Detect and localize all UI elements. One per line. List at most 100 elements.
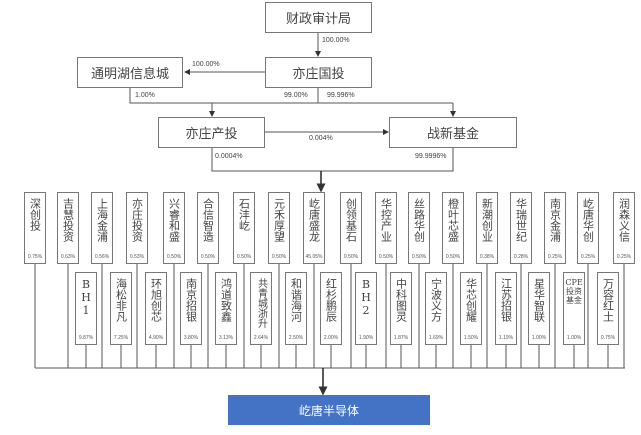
shareholder-name: 南京金浦 [548, 198, 562, 242]
shareholder-name: 鸿道致鑫 [219, 278, 233, 322]
shareholder-box: 鸿道致鑫 3.13% [215, 272, 237, 345]
shareholder-pct: 1.00% [531, 335, 547, 341]
shareholder-pct: 1.90% [358, 335, 374, 341]
shareholder-name: 和谐海河 [289, 278, 303, 322]
shareholder-pct: 0.25% [580, 254, 596, 260]
shareholder-box: 星华智联 1.00% [528, 272, 550, 345]
shareholder-name: 石沣屹 [237, 198, 251, 231]
shareholder-name: 星华智联 [532, 278, 546, 322]
shareholder-box: 和谐海河 2.50% [285, 272, 307, 345]
shareholder-name: 南京招银 [184, 278, 198, 322]
shareholder-name: 环旭创芯 [149, 278, 163, 322]
shareholder-box: 中科图灵 1.87% [390, 272, 412, 345]
shareholder-name: 万容红土 [601, 278, 615, 322]
shareholder-box: 橙叶芯盛 0.50% [442, 192, 464, 264]
shareholder-pct: 2.64% [253, 335, 269, 341]
shareholder-box: 石沣屹 0.50% [233, 192, 255, 264]
entity-zhanxin: 战新基金 [389, 117, 517, 148]
shareholder-name: 红杉鹏辰 [324, 278, 338, 322]
shareholder-pct: 0.50% [343, 254, 359, 260]
shareholder-pct: 1.69% [428, 335, 444, 341]
shareholder-pct: 0.53% [129, 254, 145, 260]
shareholder-box: 南京招银 3.80% [180, 272, 202, 345]
shareholder-pct: 45.05% [305, 254, 323, 260]
shareholder-pct: 0.75% [27, 254, 43, 260]
shareholder-box: 宁波义方 1.69% [425, 272, 447, 345]
shareholder-pct: 9.87% [78, 335, 94, 341]
shareholder-pct: 0.50% [236, 254, 252, 260]
shareholder-name: CPE投资基金 [565, 278, 583, 305]
edge-label: 99.9996% [415, 153, 447, 160]
shareholder-pct: 0.50% [411, 254, 427, 260]
shareholder-name: 新潮创业 [480, 198, 494, 242]
shareholder-pct: 1.50% [463, 335, 479, 341]
shareholder-name: 海松非凡 [114, 278, 128, 322]
shareholder-pct: 0.50% [166, 254, 182, 260]
edge-label: 99.996% [327, 92, 355, 99]
shareholder-name: 创领基石 [344, 198, 358, 242]
shareholder-box: BH2 1.90% [355, 272, 377, 345]
shareholder-pct: 0.50% [378, 254, 394, 260]
shareholder-name: 屹唐华创 [581, 198, 595, 242]
shareholder-name: 吉慧投资 [61, 198, 75, 242]
edge-label: 0.004% [309, 135, 333, 142]
entity-guotou: 亦庄国投 [265, 57, 372, 88]
shareholder-pct: 3.13% [218, 335, 234, 341]
shareholder-box: 环旭创芯 4.90% [145, 272, 167, 345]
shareholder-pct: 0.28% [513, 254, 529, 260]
shareholder-box: 屹唐华创 0.25% [577, 192, 599, 264]
entity-tongminghu: 通明湖信息城 [77, 57, 183, 88]
edge-label: 100.00% [322, 37, 350, 44]
shareholder-pct: 0.25% [616, 254, 632, 260]
shareholder-pct: 0.75% [600, 335, 616, 341]
shareholder-pct: 0.50% [445, 254, 461, 260]
shareholder-name: 丝路华创 [412, 198, 426, 242]
shareholder-name: 宁波义方 [429, 278, 443, 322]
shareholder-box: 元禾厚望 0.50% [268, 192, 290, 264]
shareholder-name: BH2 [359, 278, 373, 317]
shareholder-box: 万容红土 0.75% [597, 272, 619, 345]
shareholder-box: 屹唐盛龙 45.05% [303, 192, 325, 264]
shareholder-pct: 0.63% [60, 254, 76, 260]
shareholder-name: 中科图灵 [394, 278, 408, 322]
shareholder-name: 亦庄投资 [130, 198, 144, 242]
shareholder-name: 元禾厚望 [272, 198, 286, 242]
edge-label: 99.00% [284, 92, 308, 99]
shareholder-pct: 3.80% [183, 335, 199, 341]
shareholder-pct: 1.87% [393, 335, 409, 341]
shareholder-pct: 0.56% [94, 254, 110, 260]
shareholder-name: 润森义信 [617, 198, 631, 242]
shareholder-box: 江苏招银 1.19% [495, 272, 517, 345]
shareholder-box: 华芯创耀 1.50% [460, 272, 482, 345]
shareholder-box: 创领基石 0.50% [340, 192, 362, 264]
shareholder-name: BH1 [79, 278, 93, 317]
shareholder-name: 屹唐盛龙 [307, 198, 321, 242]
entity-caizheng: 财政审计局 [265, 2, 372, 33]
shareholder-box: 润森义信 0.25% [613, 192, 635, 264]
shareholder-pct: 2.50% [288, 335, 304, 341]
shareholder-name: 华芯创耀 [464, 278, 478, 322]
shareholder-pct: 1.19% [498, 335, 514, 341]
shareholder-name: 江苏招银 [499, 278, 513, 322]
shareholder-name: 深创投 [28, 198, 42, 231]
target-company: 屹唐半导体 [228, 395, 430, 425]
edge-label: 0.0004% [215, 153, 243, 160]
shareholder-box: 亦庄投资 0.53% [126, 192, 148, 264]
shareholder-name: 橙叶芯盛 [446, 198, 460, 242]
shareholder-box: 深创投 0.75% [24, 192, 46, 264]
shareholder-pct: 0.50% [271, 254, 287, 260]
edge-label: 1.00% [135, 92, 155, 99]
shareholder-box: 丝路华创 0.50% [408, 192, 430, 264]
shareholder-pct: 4.90% [148, 335, 164, 341]
shareholder-pct: 7.25% [113, 335, 129, 341]
